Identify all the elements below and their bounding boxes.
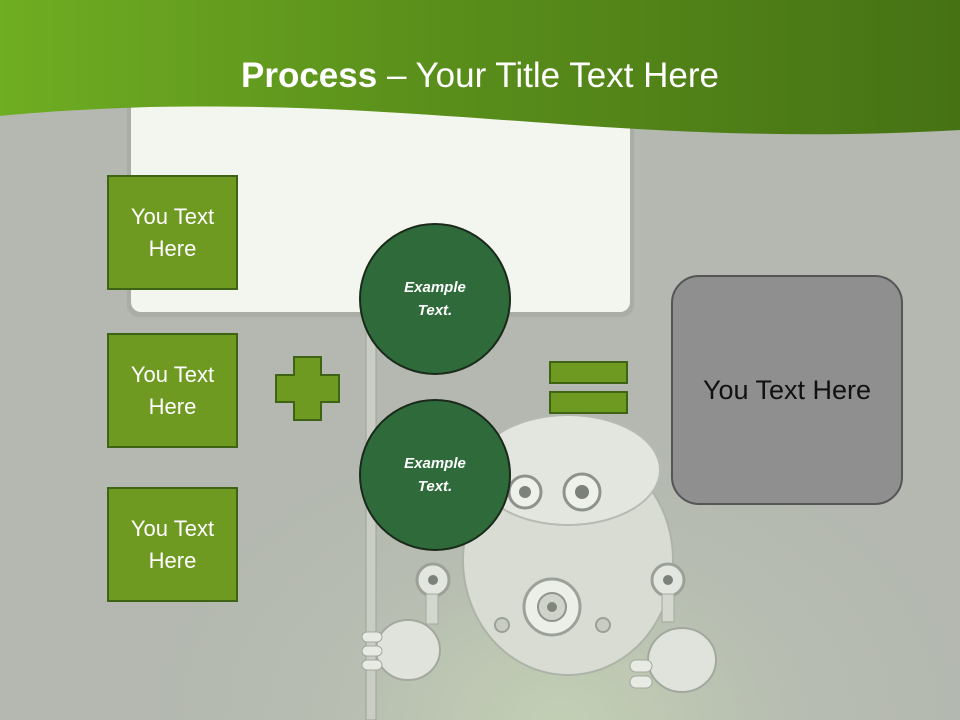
header-band bbox=[0, 0, 960, 135]
title-bold: Process bbox=[241, 56, 378, 95]
process-box-3: You Text Here bbox=[107, 487, 238, 602]
result-box: You Text Here bbox=[671, 275, 903, 505]
title-rest: – Your Title Text Here bbox=[377, 56, 719, 95]
process-box-2: You Text Here bbox=[107, 333, 238, 448]
example-circle-2: Example Text. bbox=[359, 399, 511, 551]
example-circle-label: Example Text. bbox=[404, 455, 466, 495]
slide-title: Process – Your Title Text Here bbox=[0, 54, 960, 98]
process-box-label: You Text Here bbox=[130, 515, 215, 573]
example-circle-1: Example Text. bbox=[359, 223, 511, 375]
result-box-label: You Text Here bbox=[702, 375, 872, 405]
process-box-1: You Text Here bbox=[107, 175, 238, 290]
process-box-label: You Text Here bbox=[130, 203, 215, 261]
process-box-label: You Text Here bbox=[130, 361, 215, 419]
example-circle-label: Example Text. bbox=[404, 279, 466, 319]
